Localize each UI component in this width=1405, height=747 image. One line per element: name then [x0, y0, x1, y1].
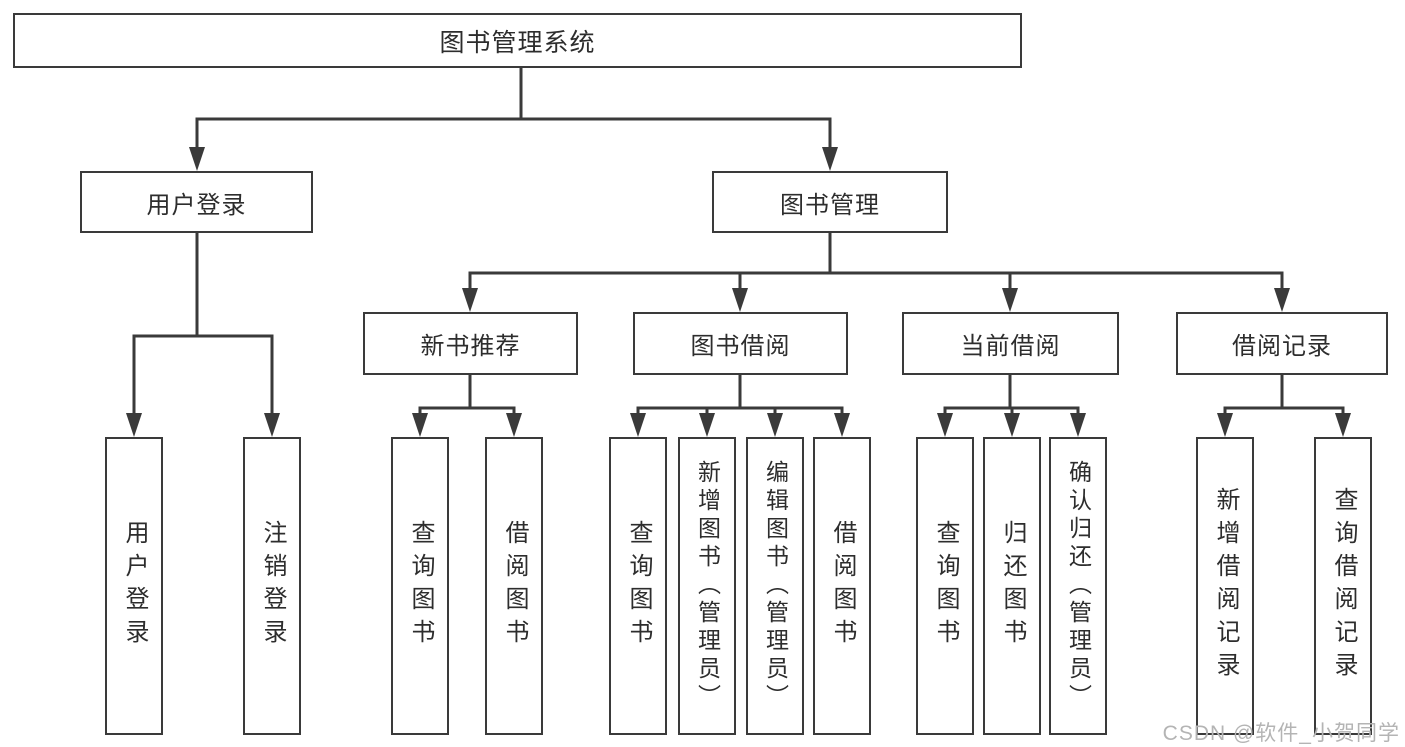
leaf-add-books-admin: 新增图书（管理员） — [678, 437, 736, 735]
leaf-borrow-books-recommend-label: 借阅图书 — [501, 520, 528, 652]
connector-management — [468, 231, 1284, 294]
node-book-management: 图书管理 — [712, 171, 948, 233]
leaf-add-borrow-record-label: 新增借阅记录 — [1212, 487, 1239, 685]
leaf-borrow-books-label: 借阅图书 — [829, 520, 856, 652]
leaf-query-books-borrow-label: 查询图书 — [625, 520, 652, 652]
leaf-confirm-return-admin-label: 确认归还（管理员） — [1065, 460, 1092, 712]
node-book-borrow: 图书借阅 — [633, 312, 848, 375]
leaf-query-books-recommend-label: 查询图书 — [407, 520, 434, 652]
connector-current — [943, 373, 1080, 419]
leaf-query-books-borrow: 查询图书 — [609, 437, 667, 735]
leaf-query-borrow-record-label: 查询借阅记录 — [1330, 487, 1357, 685]
leaf-query-books-current: 查询图书 — [916, 437, 974, 735]
leaf-borrow-books-recommend: 借阅图书 — [485, 437, 543, 735]
node-user-login-group: 用户登录 — [80, 171, 313, 233]
leaf-add-borrow-record: 新增借阅记录 — [1196, 437, 1254, 735]
leaf-logout: 注销登录 — [243, 437, 301, 735]
leaf-return-books: 归还图书 — [983, 437, 1041, 735]
leaf-borrow-books: 借阅图书 — [813, 437, 871, 735]
leaf-edit-books-admin: 编辑图书（管理员） — [746, 437, 804, 735]
node-borrow-records: 借阅记录 — [1176, 312, 1388, 375]
watermark: CSDN @软件_小贺同学 — [1162, 722, 1400, 745]
leaf-add-books-admin-label: 新增图书（管理员） — [694, 460, 721, 712]
leaf-edit-books-admin-label: 编辑图书（管理员） — [762, 460, 789, 712]
leaf-user-login-label: 用户登录 — [121, 520, 148, 652]
arrowheads — [126, 147, 1351, 437]
node-current-borrow: 当前借阅 — [902, 312, 1119, 375]
leaf-query-books-recommend: 查询图书 — [391, 437, 449, 735]
connector-records — [1223, 373, 1345, 419]
leaf-return-books-label: 归还图书 — [999, 520, 1026, 652]
node-new-book-recommend: 新书推荐 — [363, 312, 578, 375]
leaf-logout-label: 注销登录 — [259, 520, 286, 652]
node-library-system: 图书管理系统 — [13, 13, 1022, 68]
leaf-confirm-return-admin: 确认归还（管理员） — [1049, 437, 1107, 735]
connector-root — [195, 66, 832, 152]
connector-borrow — [636, 373, 844, 419]
connector-recommend — [418, 373, 516, 419]
connector-login — [132, 231, 274, 419]
leaf-query-borrow-record: 查询借阅记录 — [1314, 437, 1372, 735]
leaf-query-books-current-label: 查询图书 — [932, 520, 959, 652]
leaf-user-login: 用户登录 — [105, 437, 163, 735]
